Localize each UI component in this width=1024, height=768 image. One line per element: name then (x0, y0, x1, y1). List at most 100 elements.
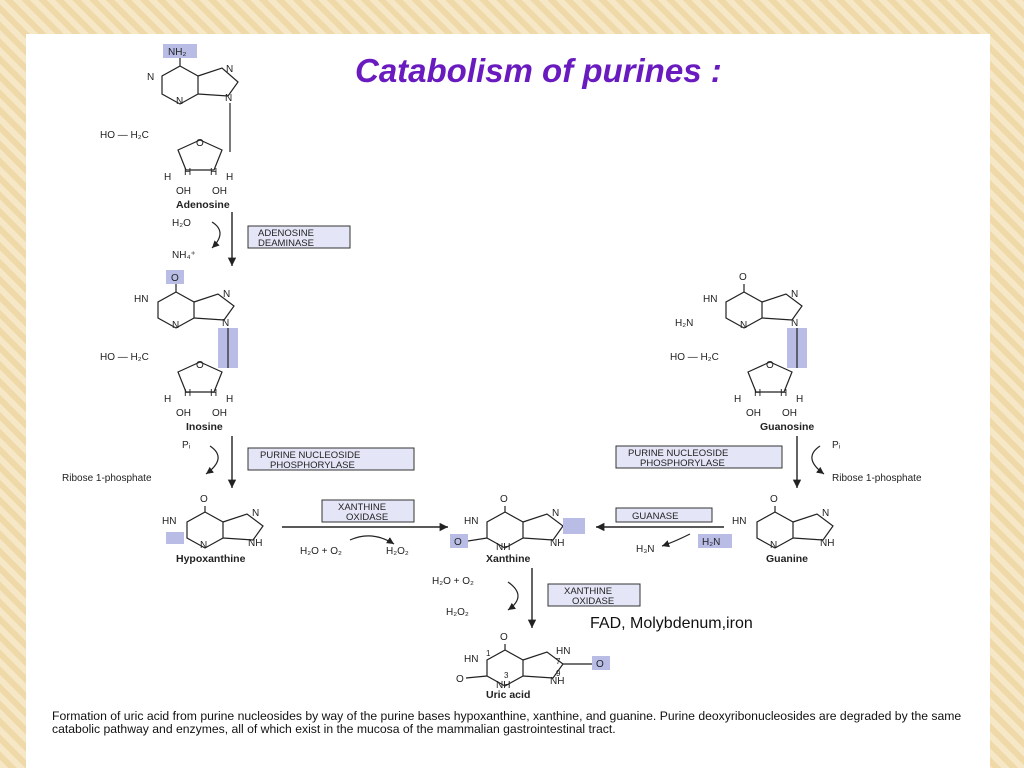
pi-left: Pᵢ (182, 440, 191, 451)
pi-right: Pᵢ (832, 440, 841, 451)
xanthine-structure: O HN O NH N NH Xanthine (450, 494, 585, 565)
h2o2-top: H₂O₂ (386, 546, 409, 557)
h-atom: H (164, 394, 171, 405)
n-atom: N (791, 289, 798, 300)
h-atom: H (226, 172, 233, 183)
hn-group: HN (134, 294, 148, 305)
nh-group: NH (550, 538, 564, 549)
cofactor-annotation: FAD, Molybdenum,iron (590, 615, 753, 632)
uric-acid-label: Uric acid (486, 689, 530, 701)
pnp-left-line2: PHOSPHORYLASE (270, 460, 355, 471)
nh-group: NH (248, 538, 262, 549)
h-atom: H (210, 388, 217, 399)
hoh2c-group: HO — H₂C (100, 352, 149, 363)
h-atom: H (754, 388, 761, 399)
n-atom: N (200, 540, 207, 551)
guanine-nh2-highlight (698, 534, 732, 548)
hn-group: HN (464, 654, 478, 665)
guanine-structure: O HN H₂N N N NH Guanine (698, 494, 834, 565)
adenosine-hoh2c: HO — H₂C (100, 130, 149, 141)
h2n-group: H₂N (675, 318, 693, 329)
ring-number: 1 (486, 649, 491, 658)
h-atom: H (164, 172, 171, 183)
xo-top-line2: OXIDASE (346, 512, 388, 523)
h-atom: H (184, 167, 191, 178)
adenosine-structure: NH₂ N N N N HO — H₂C O H H H H OH OH Ade… (100, 44, 239, 211)
nh-group: NH (820, 538, 834, 549)
xanthine-o-highlight (450, 534, 468, 548)
oh-group: OH (176, 408, 191, 419)
adenosine-ring-o: O (196, 138, 204, 149)
hn-group: HN (162, 516, 176, 527)
guanosine-label: Guanosine (760, 421, 814, 433)
h-atom: H (226, 394, 233, 405)
pnp-left-box (247, 447, 415, 471)
adenosine-n3: N (176, 96, 183, 107)
hn-group: HN (464, 516, 478, 527)
o-atom: O (500, 494, 508, 505)
h2o2-bottom: H₂O₂ (446, 607, 469, 618)
nh-group: NH (496, 542, 510, 553)
adenosine-deaminase-line2: DEAMINASE (258, 238, 314, 249)
o-atom: O (454, 537, 462, 548)
pnp-right-box (615, 445, 783, 469)
guanosine-structure: O HN H₂N N N N HO — H₂C O H H H H OH OH … (670, 272, 814, 433)
xo-top-line1: XANTHINE (338, 502, 386, 513)
inosine-o-highlight (166, 270, 184, 284)
h2o-o2-top: H₂O + O₂ (300, 546, 342, 557)
adenosine-nh2: NH₂ (168, 47, 186, 58)
adenosine-n9: N (225, 93, 232, 104)
h-atom: H (184, 388, 191, 399)
oh-group: OH (176, 186, 191, 197)
adenosine-n1: N (147, 72, 154, 83)
slide-title: Catabolism of purines : (355, 52, 722, 89)
o-atom: O (596, 659, 604, 670)
oh-group: OH (212, 186, 227, 197)
slide-background (26, 34, 990, 768)
guanase-label: GUANASE (632, 511, 678, 522)
inosine-label: Inosine (186, 421, 223, 433)
n-atom: N (172, 320, 179, 331)
adenosine-n7: N (226, 64, 233, 75)
h2o-o2-bottom: H₂O + O₂ (432, 576, 474, 587)
hypoxanthine-h-highlight (166, 532, 184, 544)
oh-group: OH (212, 408, 227, 419)
o-atom: O (171, 273, 179, 284)
n-atom: N (252, 508, 259, 519)
h-atom: H (734, 394, 741, 405)
hn-group: HN (732, 516, 746, 527)
xanthine-label: Xanthine (486, 553, 530, 565)
pnp-right-line1: PURINE NUCLEOSIDE (628, 448, 728, 459)
h2n-group: H₂N (702, 537, 720, 548)
inosine-structure: O HN N N N HO — H₂C O H H H H OH OH Inos… (100, 270, 238, 433)
n-atom: N (222, 318, 229, 329)
o-atom: O (456, 674, 464, 685)
h-atom: H (210, 167, 217, 178)
ring-number: 9 (556, 669, 561, 678)
uric-acid-o-highlight (592, 656, 610, 670)
h-atom: H (780, 388, 787, 399)
n-atom: N (791, 318, 798, 329)
hoh2c-group: HO — H₂C (670, 352, 719, 363)
guanase-box (615, 507, 713, 523)
ring-number: 7 (556, 657, 561, 666)
n-atom: N (223, 289, 230, 300)
adenosine-label: Adenosine (176, 199, 230, 211)
pnp-right-line2: PHOSPHORYLASE (640, 458, 725, 469)
ring-number: 3 (504, 671, 509, 680)
hn-group: HN (703, 294, 717, 305)
xanthine-c8-highlight (563, 518, 585, 534)
o-atom: O (770, 494, 778, 505)
nh2-highlight (163, 44, 197, 58)
o-atom: O (200, 494, 208, 505)
o-atom: O (500, 632, 508, 643)
xo-bottom-box (547, 583, 641, 607)
water-in: H₂O (172, 218, 191, 229)
hn-group: HN (556, 646, 570, 657)
hypoxanthine-label: Hypoxanthine (176, 553, 246, 565)
h3n-out: H₃N (636, 544, 655, 555)
h-atom: H (796, 394, 803, 405)
ribose1p-right: Ribose 1-phosphate (832, 473, 922, 484)
o-atom: O (766, 360, 774, 371)
